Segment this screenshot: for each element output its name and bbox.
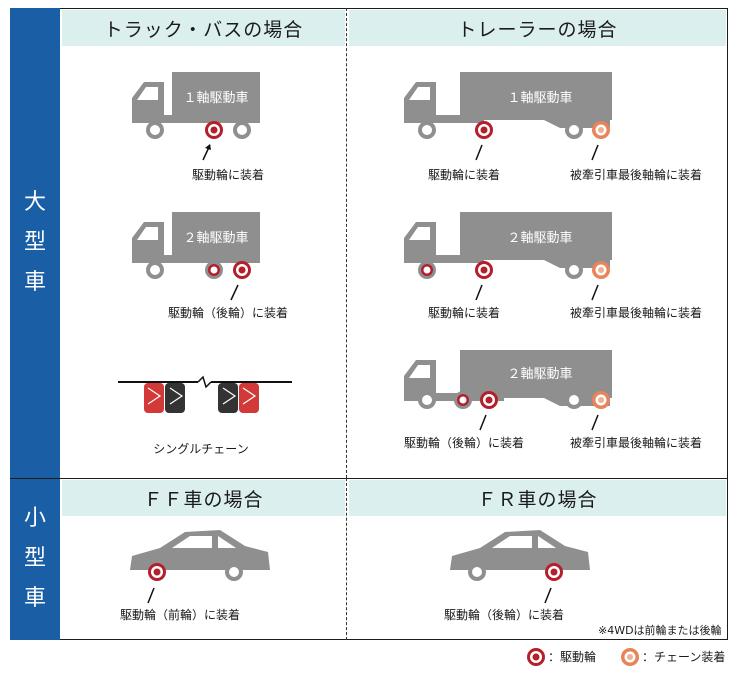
- truck1-box-text: １軸駆動車: [183, 91, 248, 106]
- trailer1-drive-label: 駆動輪に装着: [427, 168, 501, 182]
- trailer3-drive-label: 駆動輪（後輪）に装着: [403, 436, 525, 450]
- legend-drive-wheel-text: ：駆動輪: [548, 650, 597, 664]
- header-ff: ＦＦ車の場合: [62, 480, 345, 516]
- side-char: 型: [23, 230, 46, 255]
- 4wd-note: ※4WDは前輪または後輪: [598, 624, 722, 637]
- truck2-box-text: ２軸駆動車: [183, 231, 248, 246]
- trailer2-box-text: ２軸駆動車: [507, 231, 572, 246]
- truck-1axle: １軸駆動車: [132, 72, 260, 161]
- trailer-1axle: １軸駆動車: [404, 72, 612, 161]
- single-chain-label: シングルチェーン: [153, 442, 249, 456]
- trailer1-rear-label: 被牽引車最後軸輪に装着: [569, 168, 703, 182]
- header-fr: ＦＲ車の場合: [349, 480, 726, 516]
- single-chain-illustration: [118, 375, 292, 413]
- large-vehicle-side-label: 大 型 車: [10, 8, 60, 478]
- truck-2axle: ２軸駆動車: [132, 212, 260, 301]
- truck1-label: 駆動輪に装着: [191, 168, 265, 182]
- legend-chain-wheel-icon: [621, 648, 639, 666]
- small-vehicle-side-label: 小 型 車: [10, 478, 60, 640]
- column-divider-bottom: [346, 478, 347, 640]
- truck2-label: 駆動輪（後輪）に装着: [167, 306, 289, 320]
- legend-chain-wheel: ：チェーン装着: [642, 648, 725, 665]
- car-fr: [450, 530, 590, 604]
- side-char: 車: [23, 586, 46, 611]
- car-fr-label: 駆動輪（後輪）に装着: [443, 608, 565, 622]
- side-char: 小: [23, 506, 46, 531]
- trailer3-box-text: ２軸駆動車: [507, 367, 572, 382]
- legend-chain-wheel-text: ：チェーン装着: [642, 650, 726, 664]
- section-divider: [10, 478, 728, 479]
- side-char: 大: [23, 190, 46, 215]
- car-ff-label: 駆動輪（前輪）に装着: [119, 608, 241, 622]
- legend-drive-wheel: ：駆動輪: [548, 648, 596, 665]
- trailer3-rear-label: 被牽引車最後軸輪に装着: [569, 436, 703, 450]
- trailer-2axle-a: ２軸駆動車: [404, 212, 612, 301]
- legend-drive-wheel-icon: [527, 648, 545, 666]
- side-char: 車: [23, 270, 46, 295]
- column-divider-top: [346, 8, 347, 478]
- trailer2-rear-label: 被牽引車最後軸輪に装着: [569, 306, 703, 320]
- side-char: 型: [23, 546, 46, 571]
- header-trailer: トレーラーの場合: [349, 10, 726, 46]
- header-truck-bus: トラック・バスの場合: [62, 10, 345, 46]
- trailer-2axle-b: ２軸駆動車: [404, 350, 612, 431]
- car-ff: [130, 530, 270, 604]
- trailer1-box-text: １軸駆動車: [507, 91, 572, 106]
- trailer2-drive-label: 駆動輪に装着: [427, 306, 501, 320]
